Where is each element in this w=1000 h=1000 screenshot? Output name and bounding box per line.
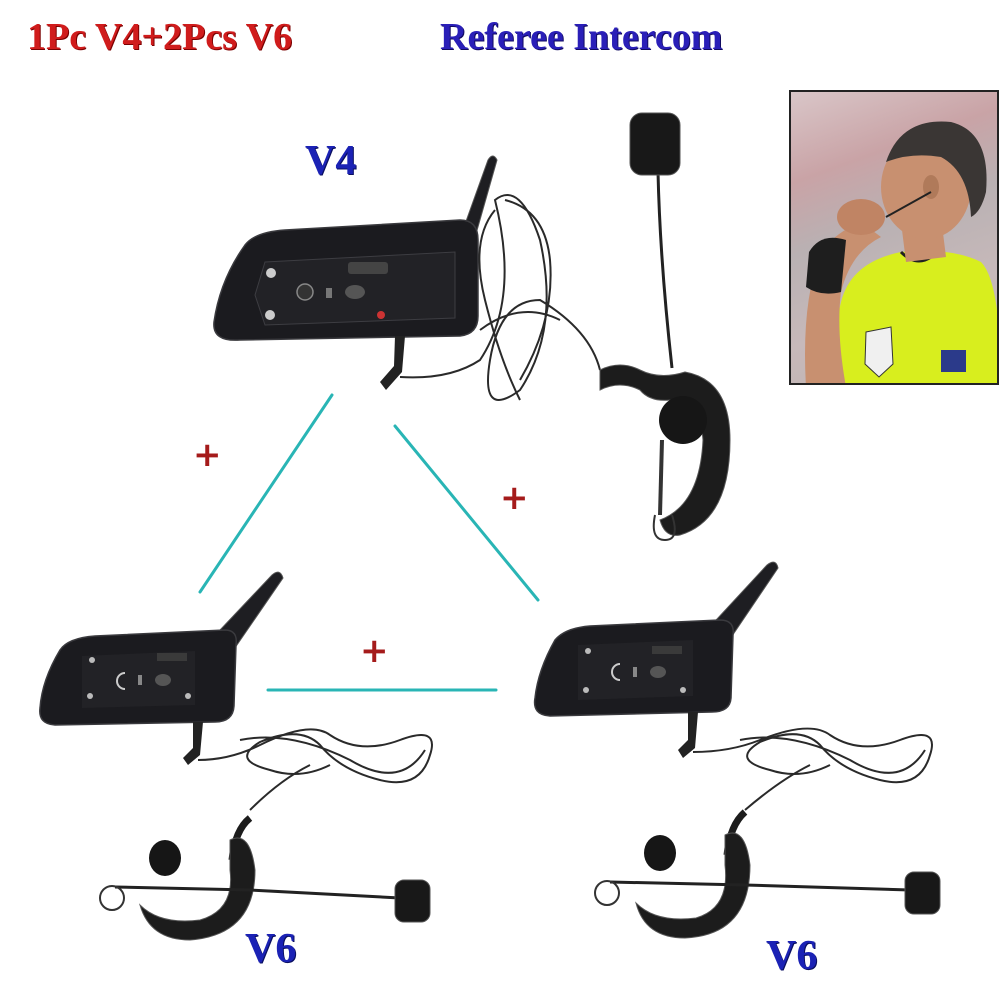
connector-lines xyxy=(198,393,540,692)
plus-left: + xyxy=(193,435,222,475)
plus-right: + xyxy=(500,478,529,518)
label-v6-right: V6 xyxy=(766,933,818,979)
label-v6-left: V6 xyxy=(245,926,297,972)
label-v4: V4 xyxy=(305,138,357,184)
referee-photo xyxy=(789,90,999,385)
plus-bottom: + xyxy=(360,631,389,671)
v4-intercom-unit xyxy=(213,112,731,542)
title-referee-intercom: Referee Intercom xyxy=(440,16,723,58)
v6-intercom-unit-right xyxy=(533,561,941,939)
referee-illustration xyxy=(805,121,997,383)
title-product-bundle: 1Pc V4+2Pcs V6 xyxy=(27,16,293,58)
v6-intercom-unit-left xyxy=(39,571,433,941)
